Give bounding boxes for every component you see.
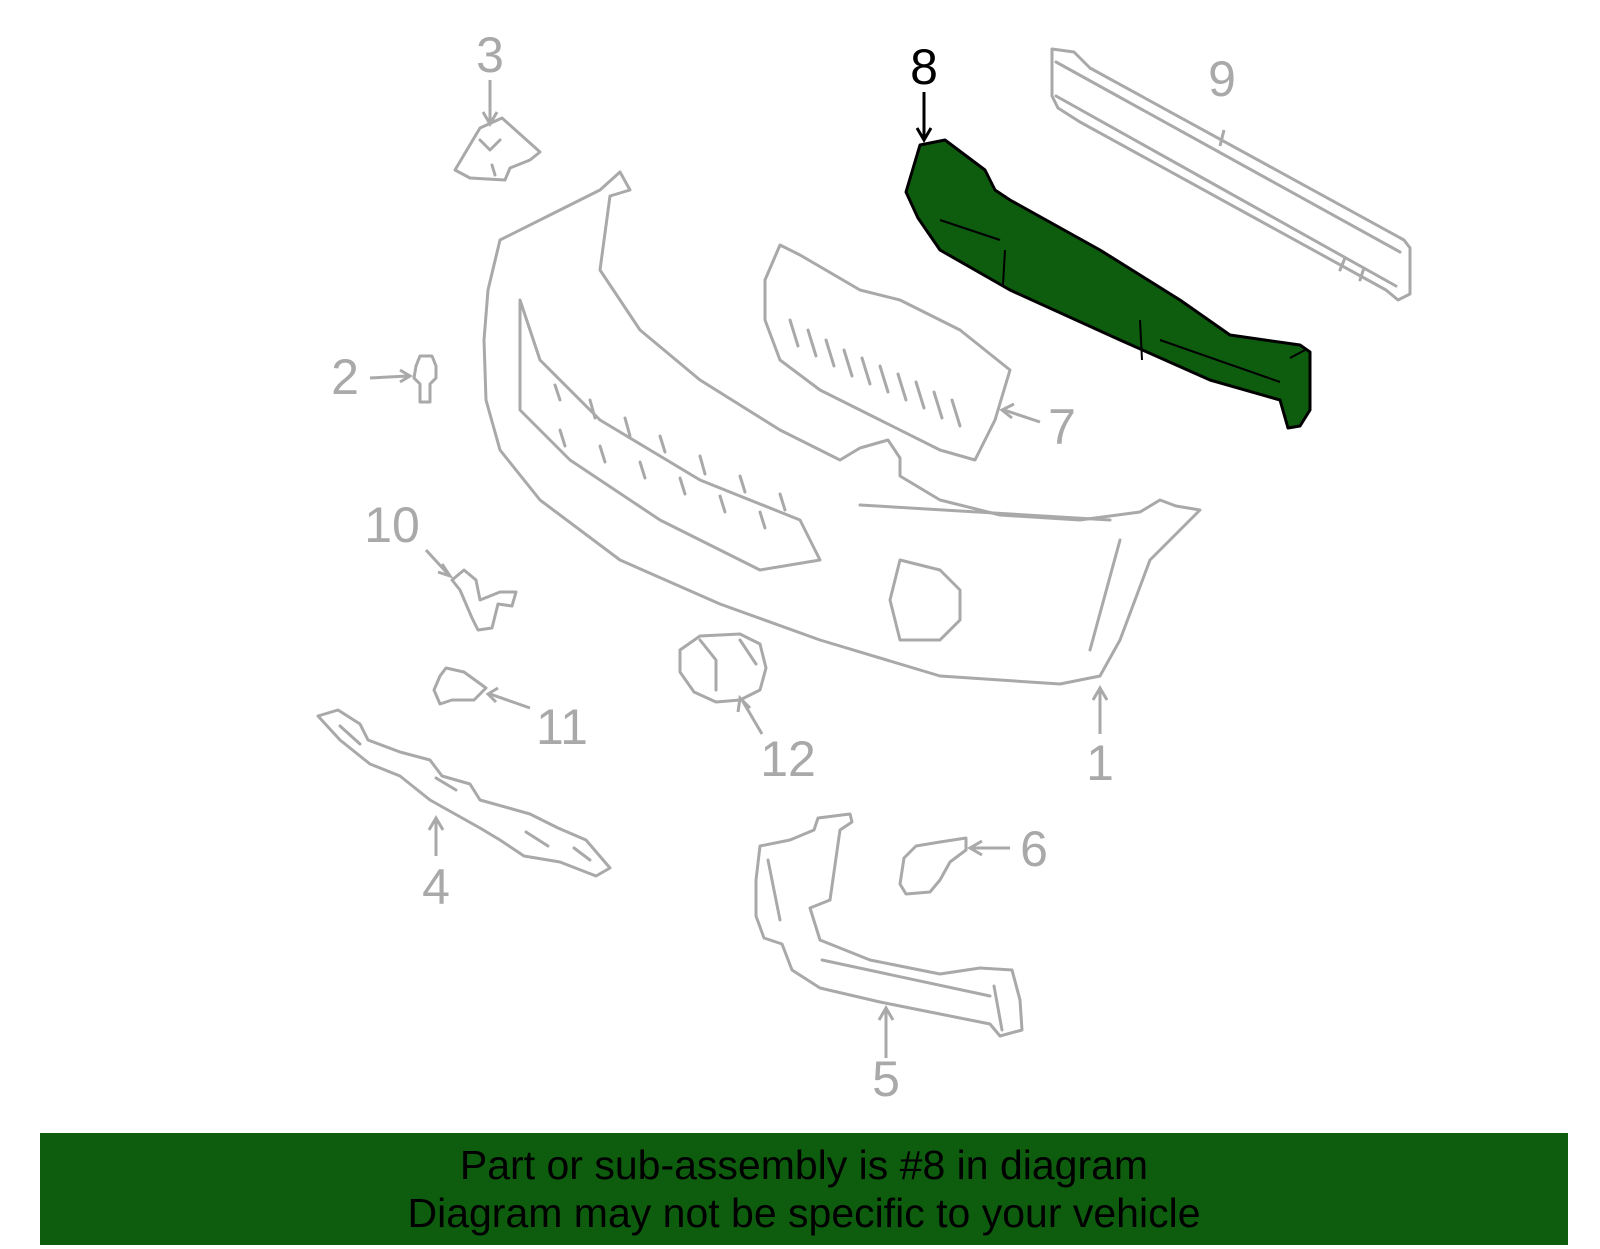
part-9-reinforcement-bar[interactable]	[1050, 47, 1412, 302]
callout-7: 7	[1048, 399, 1076, 455]
callout-8: 8	[910, 39, 938, 95]
callout-3: 3	[476, 27, 504, 83]
part-6-bracket[interactable]	[898, 836, 968, 896]
info-banner: Part or sub-assembly is #8 in diagram Di…	[40, 1133, 1568, 1245]
part-1-bumper-cover[interactable]	[482, 170, 1202, 686]
part-3-bracket[interactable]	[453, 116, 542, 182]
callout-5: 5	[872, 1051, 900, 1107]
leader-lines	[369, 80, 1226, 1058]
banner-line-2: Diagram may not be specific to your vehi…	[407, 1190, 1201, 1236]
callout-4: 4	[422, 859, 450, 915]
callout-1: 1	[1086, 735, 1114, 791]
part-12-fog-cover[interactable]	[678, 632, 768, 704]
part-8-bumper-reinforcement[interactable]	[904, 138, 1312, 430]
part-5-lower-beam[interactable]	[754, 812, 1024, 1038]
part-4-lower-support[interactable]	[316, 708, 612, 878]
callout-12: 12	[760, 731, 816, 787]
callout-11: 11	[536, 699, 588, 755]
part-10-retainer[interactable]	[450, 568, 518, 632]
callout-10: 10	[364, 497, 420, 553]
callout-9: 9	[1208, 51, 1236, 107]
part-7-grille[interactable]	[763, 243, 1012, 462]
part-2-clip[interactable]	[412, 354, 438, 404]
part-11-bracket[interactable]	[432, 666, 488, 706]
banner-line-1: Part or sub-assembly is #8 in diagram	[459, 1142, 1149, 1188]
callout-2: 2	[331, 349, 359, 405]
callout-6: 6	[1020, 821, 1048, 877]
